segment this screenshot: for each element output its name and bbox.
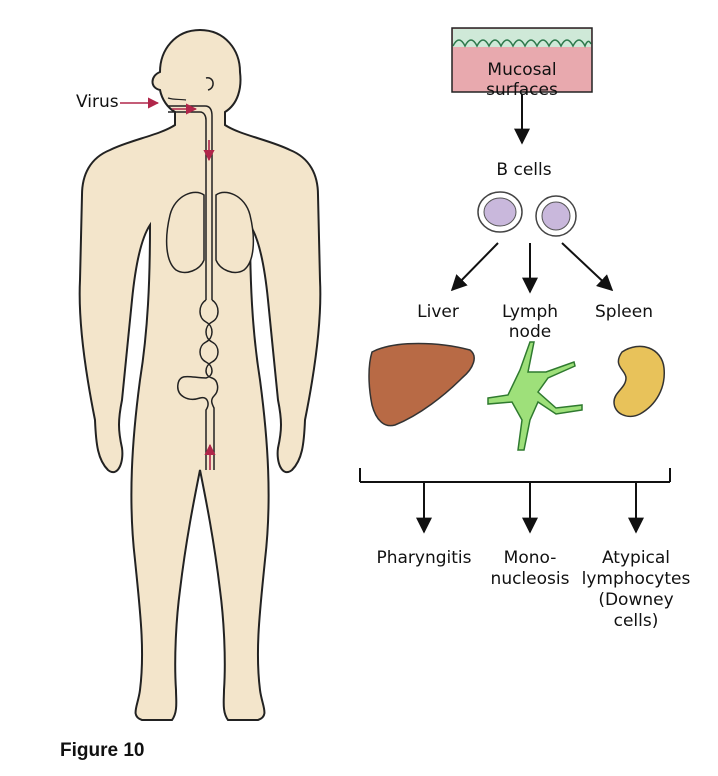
lymph-node-label-line1: Lymph	[502, 302, 558, 322]
arrow-bcells-to-liver	[452, 243, 498, 290]
lymph-node-icon	[488, 342, 582, 450]
spleen-label: Spleen	[595, 302, 653, 322]
mucosal-surfaces-label: Mucosal surfaces	[452, 60, 592, 100]
liver-icon	[369, 344, 474, 426]
mononucleosis-label-line1: Mono-	[504, 548, 557, 568]
lymph-node-label-line2: node	[509, 322, 551, 342]
pharyngitis-label: Pharyngitis	[376, 548, 471, 568]
atypical-label-line3: (Downey	[598, 590, 673, 610]
virus-label: Virus	[76, 92, 119, 112]
human-body	[80, 30, 321, 720]
liver-label: Liver	[417, 302, 459, 322]
atypical-label-line4: cells)	[614, 611, 659, 631]
b-cells-icon	[478, 192, 576, 236]
atypical-label-line1: Atypical	[602, 548, 670, 568]
arrow-bcells-to-spleen	[562, 243, 612, 290]
figure-caption: Figure 10	[60, 740, 144, 762]
body-outline	[80, 30, 321, 720]
b-cells-label: B cells	[496, 160, 551, 180]
mononucleosis-label-line2: nucleosis	[491, 569, 570, 589]
spleen-icon	[614, 346, 664, 416]
atypical-label-line2: lymphocytes	[582, 569, 691, 589]
outcome-bracket	[360, 468, 670, 482]
